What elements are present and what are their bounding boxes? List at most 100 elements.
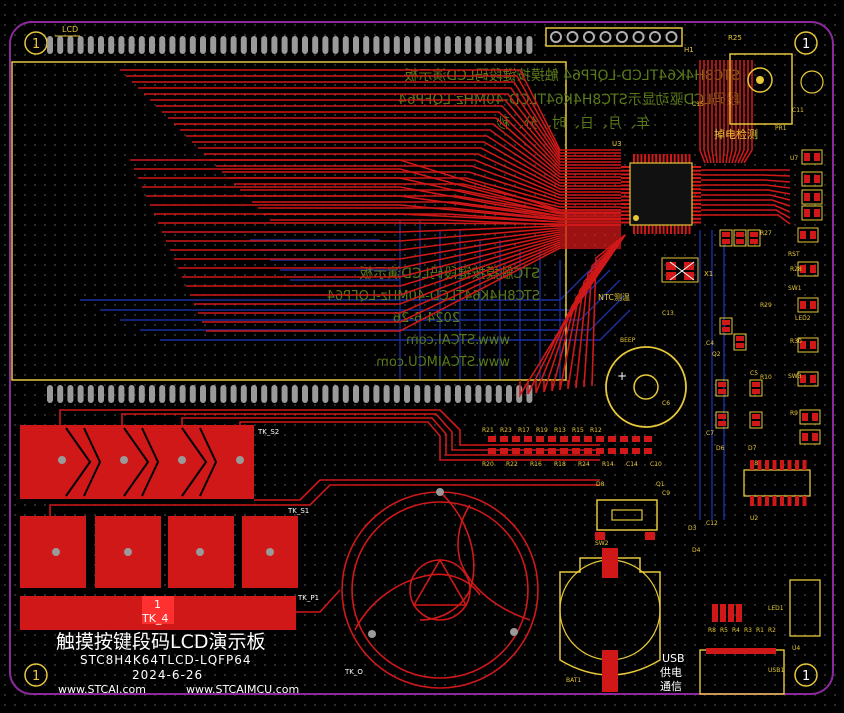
ic-pad (750, 460, 754, 470)
lcd-pin (404, 385, 410, 403)
resistor-pad (620, 448, 628, 454)
component-outline (797, 227, 819, 243)
lcd-module: LCD (11, 25, 567, 381)
lcd-pin (251, 385, 257, 403)
ic-pad (640, 154, 643, 163)
lcd-pin (332, 36, 339, 54)
trace (743, 60, 753, 164)
mount-hole: 1 (794, 663, 818, 687)
ic-pad (692, 188, 701, 191)
u4-label: U4 (792, 645, 800, 652)
bottom-silk-text-mid: STC触摸按键段码LCD演示板 STC8H4K64TLCD-40MHz-LQFP… (327, 266, 540, 370)
led2-label: LED2 (795, 315, 811, 322)
component-pad (810, 301, 816, 309)
resistor-label: R14 (602, 461, 614, 468)
resistor-pad (608, 448, 616, 454)
trace (138, 87, 621, 160)
board-date: 2024-6-26 (132, 668, 203, 682)
ic-pad (621, 188, 630, 191)
capacitor-label: C12 (706, 520, 718, 527)
board-web1: www.STCAI.com (58, 683, 146, 696)
resistor-pad (644, 436, 652, 442)
bat1-label: BAT1 (566, 677, 581, 684)
lcd-pin (138, 36, 145, 54)
ic-pad (621, 210, 630, 213)
lcd-pin (363, 36, 370, 54)
trace (701, 174, 791, 177)
light-detect-label: 掉电检测 (714, 127, 758, 141)
trace (174, 231, 621, 260)
lcd-pin (118, 36, 125, 54)
lcd-pin (434, 36, 441, 54)
component-pad (718, 421, 726, 426)
resistor-label: R18 (554, 461, 566, 468)
lcd-pin (67, 36, 74, 54)
trace (701, 204, 791, 213)
component-pad (752, 389, 760, 394)
lcd-pin (169, 36, 176, 54)
lcd-pin (332, 385, 339, 403)
lcd-label: LCD (62, 25, 78, 34)
usb-text-3: 通信 (660, 680, 682, 693)
resistor-pad (500, 448, 508, 454)
lcd-pin (118, 385, 125, 403)
via (58, 456, 66, 464)
ic-pad (692, 203, 701, 205)
ic-pad (750, 496, 754, 506)
component-pad (722, 239, 730, 244)
ic-pad (772, 496, 777, 506)
board-title: 触摸按键段码LCD演示板 (56, 631, 265, 653)
beep-label: BEEP (620, 337, 636, 344)
ic-pad (621, 221, 630, 224)
trace (222, 171, 621, 202)
resistor-label: C10 (650, 461, 662, 468)
resistor-label: R8 (708, 627, 716, 634)
capacitor-label: C13 (662, 310, 674, 317)
trace (142, 186, 621, 217)
resistor-label: R4 (732, 627, 740, 634)
trace (701, 194, 791, 201)
header-h1: H1 (545, 27, 694, 54)
resistor-label: R17 (518, 427, 530, 434)
trace (703, 60, 709, 164)
resistor-pad (644, 448, 652, 454)
ic-pad (633, 225, 635, 234)
trace (216, 165, 621, 199)
tk-p1-label: TK_P1 (297, 594, 319, 602)
trace (701, 199, 791, 207)
ic-pad (692, 177, 701, 180)
lcd-pin (322, 36, 329, 54)
component-pad (718, 389, 726, 394)
resistor-pad (548, 448, 556, 454)
lcd-pin (98, 36, 104, 54)
component-outline (801, 205, 823, 221)
trace (707, 60, 712, 164)
lcd-pin (353, 385, 359, 403)
component-outline (749, 379, 763, 397)
resistor-label: R9 (790, 410, 798, 417)
resistor-label: R21 (482, 427, 494, 434)
mirror-line: www.STCAI.com (406, 333, 510, 348)
tk-s2-label: TK_S2 (257, 428, 279, 436)
component-pad (814, 153, 820, 161)
c11-label: C11 (792, 107, 804, 114)
via (52, 548, 60, 556)
resistor-label: C14 (626, 461, 638, 468)
ic-pad (651, 154, 654, 163)
trace (567, 234, 626, 390)
capacitor-label: C6 (662, 400, 670, 407)
via (120, 456, 128, 464)
resistor-pad (524, 448, 532, 454)
component-pad (752, 421, 760, 426)
mirror-line: STC触摸按键段码LCD演示板 (359, 266, 540, 282)
capacitor-label: C9 (662, 490, 670, 497)
header-pin (599, 31, 612, 43)
lcd-pin (455, 385, 461, 403)
lcd-pin (312, 385, 319, 403)
ic-pad (692, 169, 701, 172)
resistor-label: R24 (578, 461, 590, 468)
trace (740, 60, 749, 164)
ntc-mark: NTC测温 (598, 293, 630, 302)
lcd-pin (485, 36, 492, 54)
